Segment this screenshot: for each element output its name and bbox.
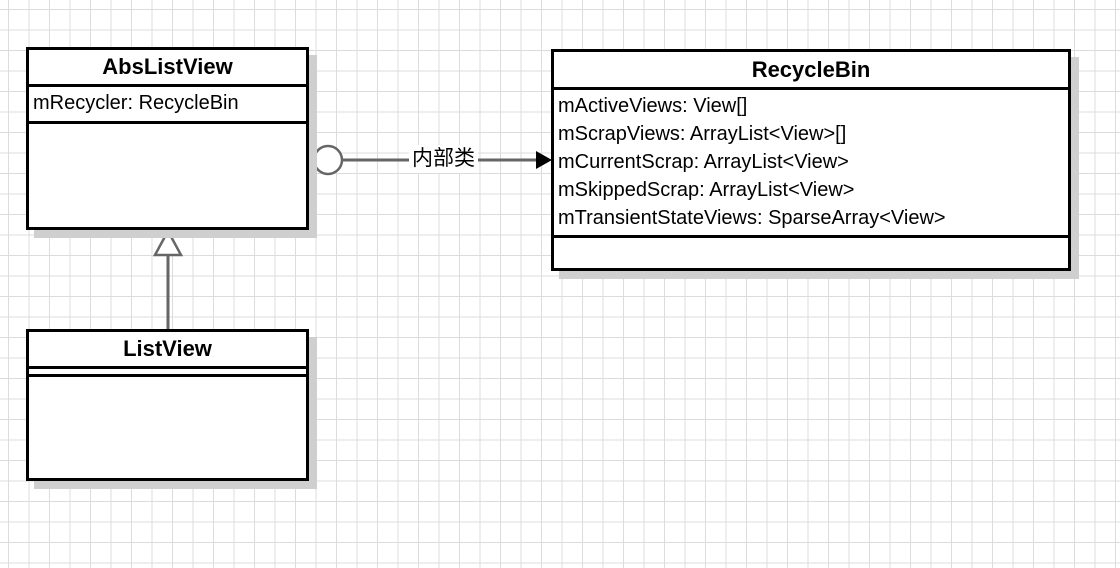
containment-circle-icon xyxy=(312,144,344,176)
attribute-mcurrentscrap: mCurrentScrap: ArrayList<View> xyxy=(558,151,849,173)
attribute-mtransientstateviews: mTransientStateViews: SparseArray<View> xyxy=(558,207,946,229)
attributes-listview xyxy=(29,369,306,377)
class-name-recyclebin: RecycleBin xyxy=(554,52,1068,90)
attribute-mactiveviews: mActiveViews: View[] xyxy=(558,95,748,117)
attribute-mrecycler: mRecycler: RecycleBin xyxy=(33,92,239,114)
class-name-abslistview: AbsListView xyxy=(29,50,306,87)
class-abslistview[interactable]: AbsListView mRecycler: RecycleBin xyxy=(26,47,309,230)
inheritance-arrowhead xyxy=(152,228,184,257)
attributes-abslistview: mRecycler: RecycleBin xyxy=(29,87,306,124)
class-listview[interactable]: ListView xyxy=(26,329,309,481)
attributes-recyclebin: mActiveViews: View[] mScrapViews: ArrayL… xyxy=(554,90,1068,238)
attribute-mskippedscrap: mSkippedScrap: ArrayList<View> xyxy=(558,179,855,201)
class-recyclebin[interactable]: RecycleBin mActiveViews: View[] mScrapVi… xyxy=(551,49,1071,271)
inner-class-label: 内部类 xyxy=(409,145,478,173)
association-arrowhead xyxy=(536,151,552,169)
attribute-mscrapviews: mScrapViews: ArrayList<View>[] xyxy=(558,123,847,145)
class-name-listview: ListView xyxy=(29,332,306,369)
